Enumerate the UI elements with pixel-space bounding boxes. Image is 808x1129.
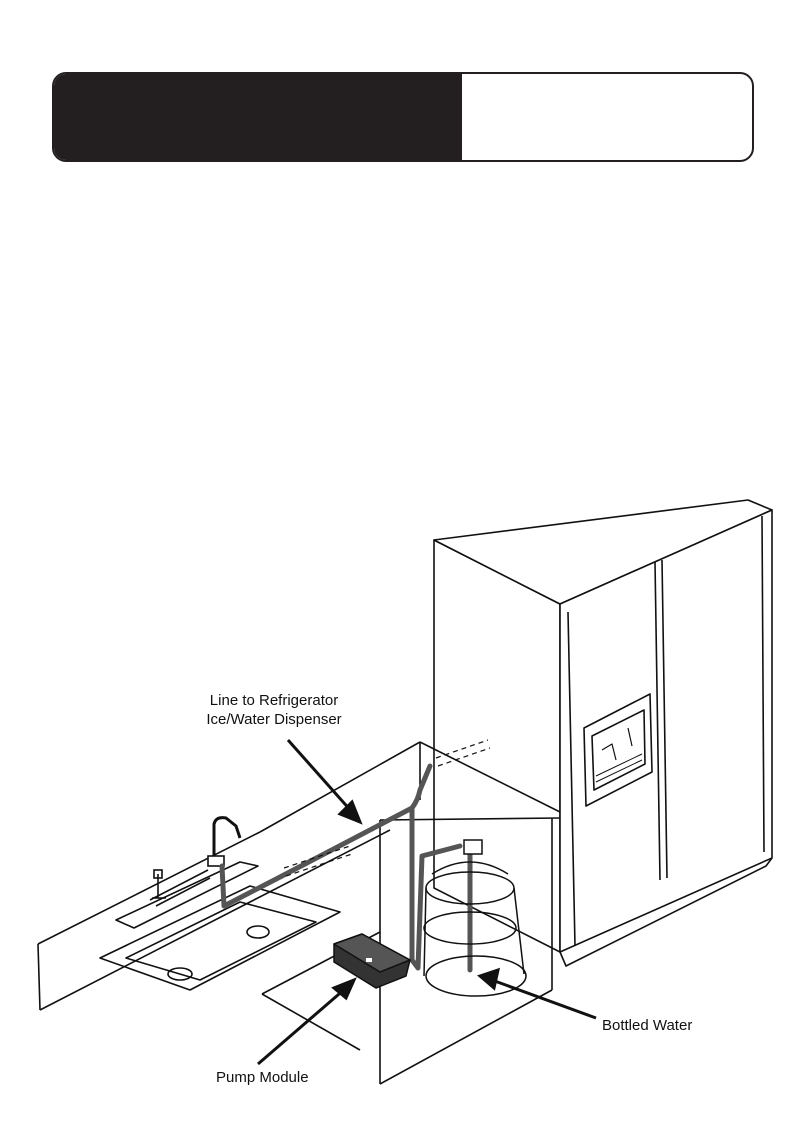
callout-arrows: [257, 739, 597, 1066]
label-line-to-refrigerator: Line to Refrigerator: [210, 692, 338, 709]
header-bar: [52, 72, 754, 162]
bottle-rack: [423, 839, 527, 997]
label-pump-module: Pump Module: [216, 1069, 309, 1086]
pump-module: [333, 933, 411, 989]
faucets: [149, 816, 242, 907]
label-bottled-water: Bottled Water: [602, 1017, 692, 1034]
refrigerator: [433, 499, 773, 967]
header-dark-panel: [54, 74, 462, 160]
tubing-dashed-continuation: [283, 739, 491, 877]
label-ice-water-dispenser: Ice/Water Dispenser: [206, 711, 341, 728]
water-tubing: [219, 763, 473, 973]
